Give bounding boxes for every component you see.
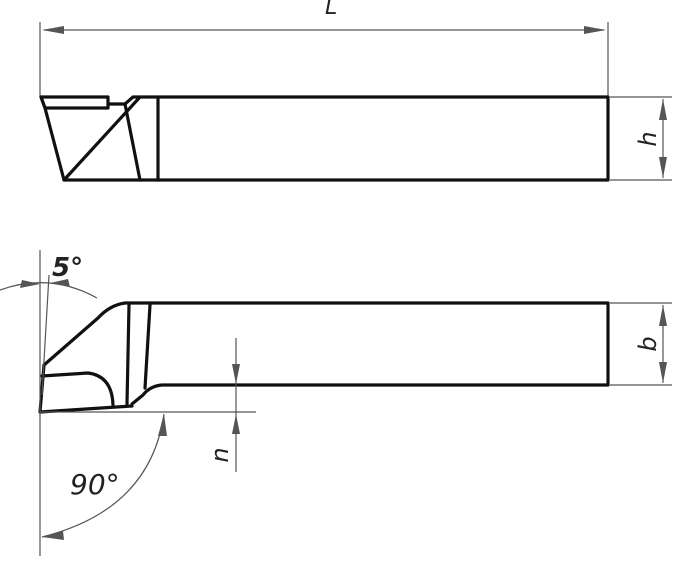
label-h: h [634, 131, 662, 146]
label-b: b [634, 336, 662, 351]
arrow-icon [50, 279, 70, 287]
arrow-down-icon [659, 157, 667, 178]
insert-notch [106, 95, 142, 106]
tip-top-edge [42, 301, 152, 367]
angle-arc-5 [0, 282, 98, 299]
angle-arc-90 [41, 413, 165, 538]
body-outline [130, 301, 610, 406]
head-slope-line [123, 102, 142, 182]
arrow-icon [42, 531, 64, 540]
arrow-icon [158, 414, 167, 436]
arrow-right-icon [584, 26, 606, 34]
arrow-up-icon [659, 305, 667, 326]
arrow-left-icon [42, 26, 64, 34]
arrow-up-icon [659, 99, 667, 120]
arrow-up-icon [232, 414, 240, 434]
insert-line-2 [143, 303, 152, 390]
top-view: b n 5° 90° [0, 250, 672, 556]
label-angle-90: 90° [70, 468, 120, 501]
shank-outline [62, 95, 610, 182]
clearance-reference-line [41, 274, 50, 396]
arrow-icon [20, 280, 40, 288]
tip-front-edge [39, 95, 66, 182]
label-angle-5: 5° [52, 253, 83, 283]
label-l: L [325, 0, 337, 20]
arrow-down-icon [232, 364, 240, 384]
rake-face-curve [40, 371, 115, 407]
insert-line-1 [125, 303, 131, 406]
label-n: n [206, 447, 234, 462]
side-view: L h [39, 0, 672, 182]
insert-plate [39, 95, 110, 110]
arrow-down-icon [659, 362, 667, 383]
